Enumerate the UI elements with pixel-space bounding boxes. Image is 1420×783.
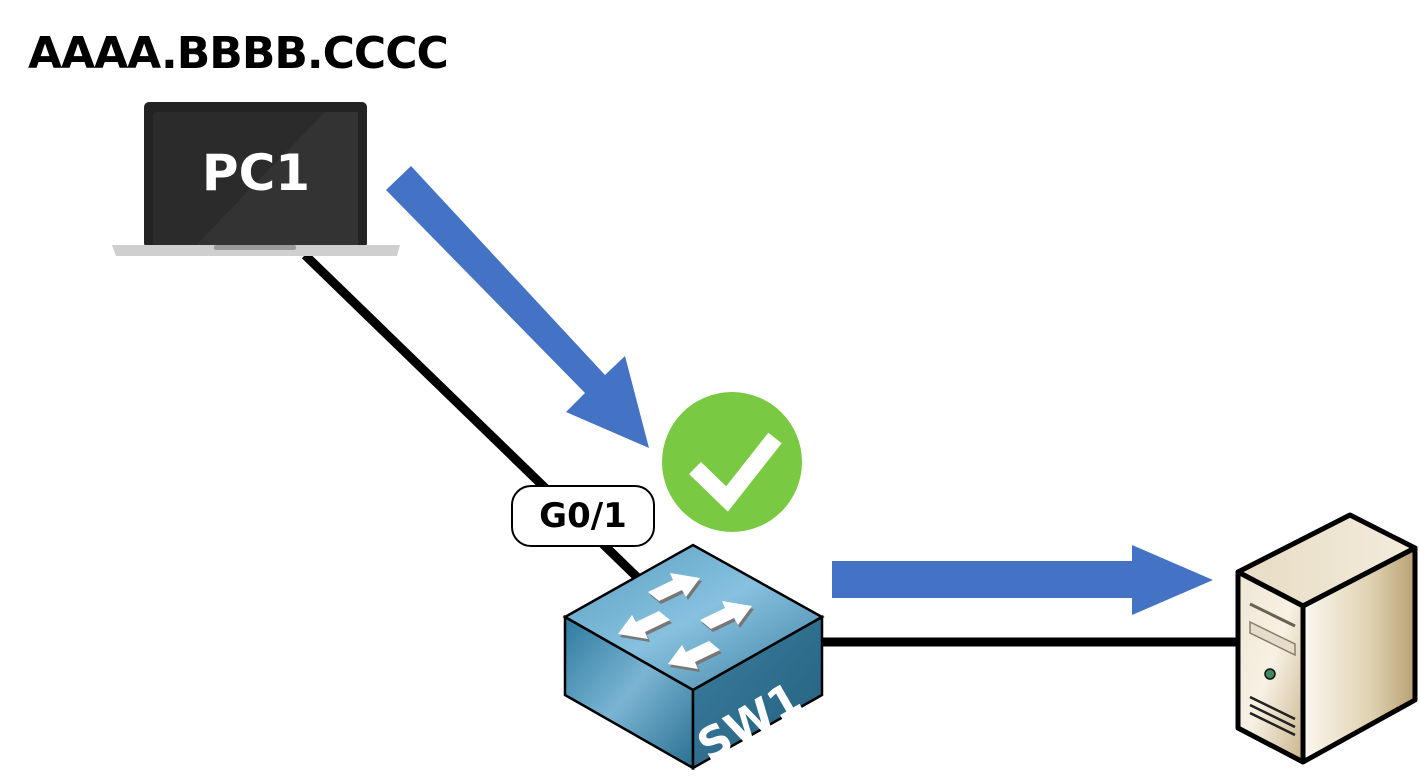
server-icon[interactable] (1235, 512, 1418, 765)
checkmark-icon (662, 392, 802, 532)
interface-label-g0-1: G0/1 (511, 485, 655, 547)
switch-icon[interactable]: SW1 (562, 543, 825, 772)
mac-address-label: AAAA.BBBB.CCCC (28, 28, 449, 79)
pc1-label: PC1 (202, 144, 310, 202)
laptop-icon[interactable]: PC1 (112, 102, 400, 256)
flow-arrow-pc1-to-sw1 (386, 166, 649, 448)
flow-arrow-sw1-to-server (832, 545, 1213, 615)
